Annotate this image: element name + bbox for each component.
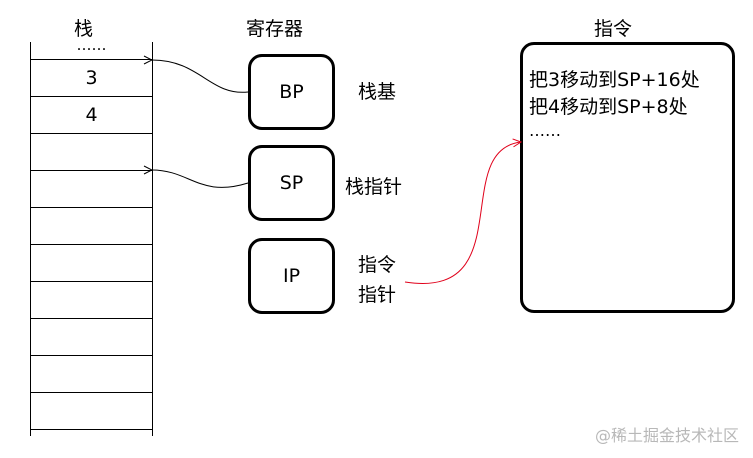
ip-register-label: IP bbox=[282, 265, 301, 287]
sp-register-box: SP bbox=[248, 145, 335, 221]
stack-row bbox=[31, 356, 152, 393]
instruction-line: …… bbox=[529, 121, 561, 140]
stack-row: 3 bbox=[31, 60, 152, 97]
stack-row: …… bbox=[31, 38, 152, 60]
ip-register-box: IP bbox=[248, 238, 335, 314]
registers-title: 寄存器 bbox=[246, 18, 304, 40]
bp-pointer-arrow bbox=[152, 60, 249, 93]
bp-register-label: BP bbox=[279, 81, 304, 103]
ip-description-line2: 指针 bbox=[358, 284, 397, 306]
stack-title: 栈 bbox=[74, 18, 94, 40]
sp-pointer-arrow bbox=[152, 170, 249, 188]
stack-row bbox=[31, 134, 152, 171]
stack-row bbox=[31, 171, 152, 208]
instruction-line: 把4移动到SP+8处 bbox=[529, 96, 688, 118]
ip-description-line1: 指令 bbox=[358, 254, 397, 276]
watermark: @稀土掘金技术社区 bbox=[594, 426, 739, 445]
stack-row bbox=[31, 245, 152, 282]
instructions-title: 指令 bbox=[594, 18, 633, 40]
stack-row: 4 bbox=[31, 97, 152, 134]
sp-register-label: SP bbox=[279, 172, 304, 194]
instructions-box: 把3移动到SP+16处 把4移动到SP+8处 …… bbox=[520, 42, 735, 313]
stack-row bbox=[31, 319, 152, 356]
stack-row bbox=[31, 393, 152, 430]
stack-row bbox=[31, 208, 152, 245]
bp-description: 栈基 bbox=[358, 81, 397, 103]
bp-register-box: BP bbox=[248, 54, 335, 130]
instruction-line: 把3移动到SP+16处 bbox=[529, 69, 700, 91]
sp-description: 栈指针 bbox=[345, 176, 403, 198]
ip-pointer-arrow bbox=[404, 142, 521, 284]
stack-column: …… 3 4 bbox=[30, 38, 153, 436]
stack-row bbox=[31, 282, 152, 319]
